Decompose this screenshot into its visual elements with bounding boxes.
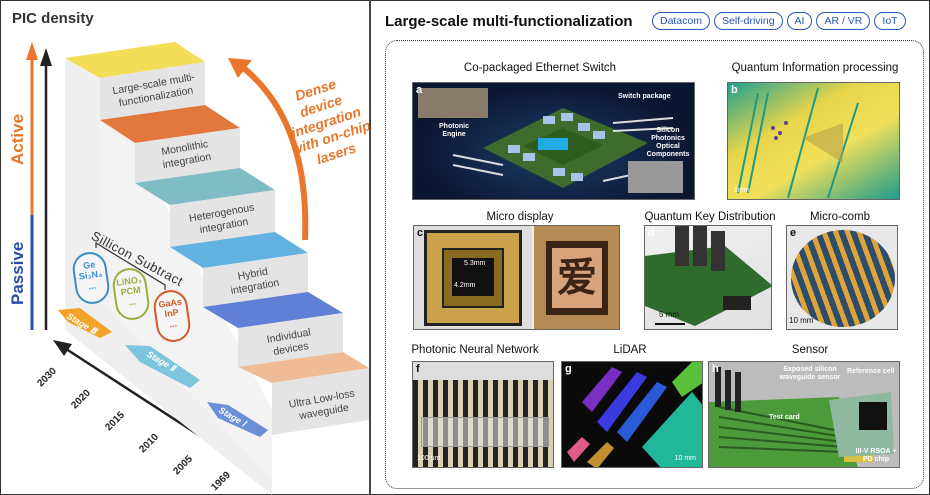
chip-self-driving: Self-driving xyxy=(714,12,783,30)
applications-container xyxy=(385,40,924,489)
step-top-4 xyxy=(170,232,308,268)
step-front-6 xyxy=(272,368,369,435)
pic-density-title: PIC density xyxy=(12,10,94,27)
chip-datacom: Datacom xyxy=(652,12,711,30)
panel-e-image: e 10 mm xyxy=(786,225,898,330)
stage-1-tag xyxy=(207,402,268,437)
chip-ar-vr: AR / VR xyxy=(816,12,871,30)
step-front-2 xyxy=(135,128,240,183)
panel-d-drawing xyxy=(645,226,771,326)
panel-d-title: Quantum Key Distribution xyxy=(644,211,776,223)
panel-d-image: d 5 mm xyxy=(644,225,772,330)
panel-a-annotation: Switch package xyxy=(618,93,671,100)
time-arrowhead-icon xyxy=(53,340,72,356)
panel-a-letter: a xyxy=(416,84,423,96)
wafer xyxy=(791,230,895,327)
panel-h-image: h Exposed silicon waveguide sensor Refer… xyxy=(708,361,900,468)
panel-h-annotation: Exposed silicon waveguide sensor xyxy=(779,366,841,382)
panel-c-annotation: 5.3mm xyxy=(464,260,486,267)
panel-g-title: LiDAR xyxy=(613,344,647,356)
step-top-5 xyxy=(203,292,343,328)
applications-title: Large-scale multi-functionalization xyxy=(385,13,633,30)
panel-g-scale: 10 mm xyxy=(674,454,696,462)
panel-g-drawing xyxy=(567,362,702,467)
chip-die xyxy=(452,258,494,296)
panel-g-letter: g xyxy=(565,363,572,375)
panel-a-annotation: Silicon Photonics Optical Components xyxy=(646,127,690,159)
panel-f-image: f 100 μm xyxy=(412,361,554,468)
panel-h-annotation: III-V RSOA + PD chip xyxy=(855,448,897,464)
panel-b-letter: b xyxy=(731,84,738,96)
panel-a-drawing xyxy=(418,88,683,193)
step-front-5 xyxy=(238,313,343,367)
panel-h-drawing xyxy=(709,367,894,467)
staircase-side xyxy=(65,58,272,495)
subtract-bracket xyxy=(95,241,166,290)
stage-2-tag xyxy=(125,345,200,388)
panel-b-title: Quantum Information processing xyxy=(731,62,899,74)
panel-e-letter: e xyxy=(790,227,797,239)
step-top-6 xyxy=(238,352,369,383)
passive-axis-label: Passive xyxy=(8,241,27,305)
panel-h-annotation: Reference cell xyxy=(847,368,895,375)
panel-a-title: Co-packaged Ethernet Switch xyxy=(463,62,617,74)
pnn-top-strip xyxy=(413,362,553,380)
active-arrowhead-icon xyxy=(26,42,38,60)
chip-ai: AI xyxy=(786,12,813,30)
step-front-1 xyxy=(100,62,205,120)
step-top-1 xyxy=(65,42,205,78)
panel-b-drawing xyxy=(737,87,859,199)
panel-d-letter: d xyxy=(648,227,655,239)
panel-f-scale: 100 μm xyxy=(417,454,441,462)
dense-arrowhead-icon xyxy=(228,58,252,78)
panel-c-title: Micro display xyxy=(486,211,554,223)
panel-f-title: Photonic Neural Network xyxy=(411,344,539,356)
dense-curve-arrow xyxy=(238,62,309,241)
chip-iot: IoT xyxy=(874,12,906,30)
panel-c-image: 爱 c 5.3mm 4.2mm xyxy=(413,225,620,330)
step-top-3 xyxy=(135,168,275,205)
panel-h-title: Sensor xyxy=(791,344,829,356)
panel-d-scale: 5 mm xyxy=(659,309,679,319)
step-front-3 xyxy=(170,190,275,247)
pnn-highlight xyxy=(421,417,549,447)
density-arrowhead-icon xyxy=(40,48,52,66)
active-axis-label: Active xyxy=(8,113,27,165)
panel-h-letter: h xyxy=(712,363,719,375)
pic-density-panel: PIC density Active Passive Large-scale m… xyxy=(0,0,373,495)
panel-c-letter: c xyxy=(417,227,424,239)
micro-display-glyph: 爱 xyxy=(552,248,602,308)
panel-divider xyxy=(369,0,371,495)
panel-b-image: b 1mm xyxy=(727,82,900,200)
panel-g-image: g 10 mm xyxy=(561,361,703,468)
step-top-2 xyxy=(100,105,240,143)
stage-3-tag xyxy=(58,308,112,338)
panel-a-image: a Switch package Photonic Engine Silicon… xyxy=(412,82,695,200)
panel-f-letter: f xyxy=(416,363,420,375)
panel-a-annotation: Photonic Engine xyxy=(439,123,469,139)
panel-b-scale: 1mm xyxy=(734,186,750,194)
panel-h-annotation: Test card xyxy=(769,414,800,421)
staircase-graphic xyxy=(26,42,369,495)
panel-c-annotation: 4.2mm xyxy=(454,282,476,289)
panel-e-title: Micro-comb xyxy=(809,211,871,223)
panel-e-scale: 10 mm xyxy=(789,315,814,325)
step-front-4 xyxy=(203,253,308,307)
application-chips: Datacom Self-driving AI AR / VR IoT xyxy=(652,12,906,30)
